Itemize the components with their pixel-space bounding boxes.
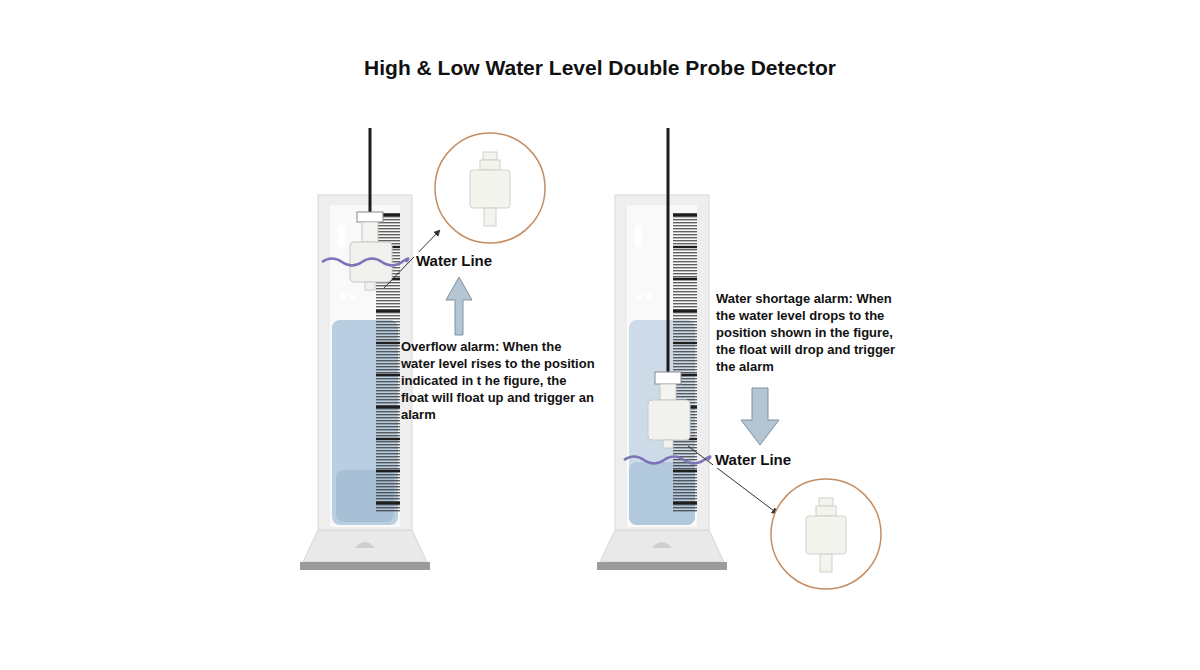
scale-tick <box>376 470 400 472</box>
scale-tick <box>376 374 400 376</box>
water-line-wave <box>624 457 710 464</box>
scale-tick <box>673 470 697 472</box>
scale-tick <box>376 406 400 408</box>
water-line-wave <box>322 259 408 266</box>
float-detail <box>435 133 545 243</box>
scale-tick <box>673 278 697 280</box>
scale-tick <box>673 342 697 344</box>
scale-tick <box>376 438 400 440</box>
water-line-label: Water Line <box>713 451 793 468</box>
float-detail <box>771 479 881 589</box>
rise-arrow <box>446 277 472 335</box>
scale-tick <box>376 342 400 344</box>
float-sensor <box>648 128 690 448</box>
scale-tick <box>673 214 697 216</box>
alarm-note: Water shortage alarm: When the water lev… <box>716 290 912 375</box>
water-line-label: Water Line <box>414 252 494 269</box>
scale-tick <box>376 502 400 504</box>
scale-tick <box>673 502 697 504</box>
drop-arrow <box>741 388 779 445</box>
scale-tick <box>376 310 400 312</box>
scale-tick <box>673 310 697 312</box>
diagram-title: High & Low Water Level Double Probe Dete… <box>0 56 1200 80</box>
alarm-note: Overflow alarm: When the water level ris… <box>401 338 597 423</box>
measuring-cylinder <box>597 195 727 570</box>
scale-tick <box>673 246 697 248</box>
